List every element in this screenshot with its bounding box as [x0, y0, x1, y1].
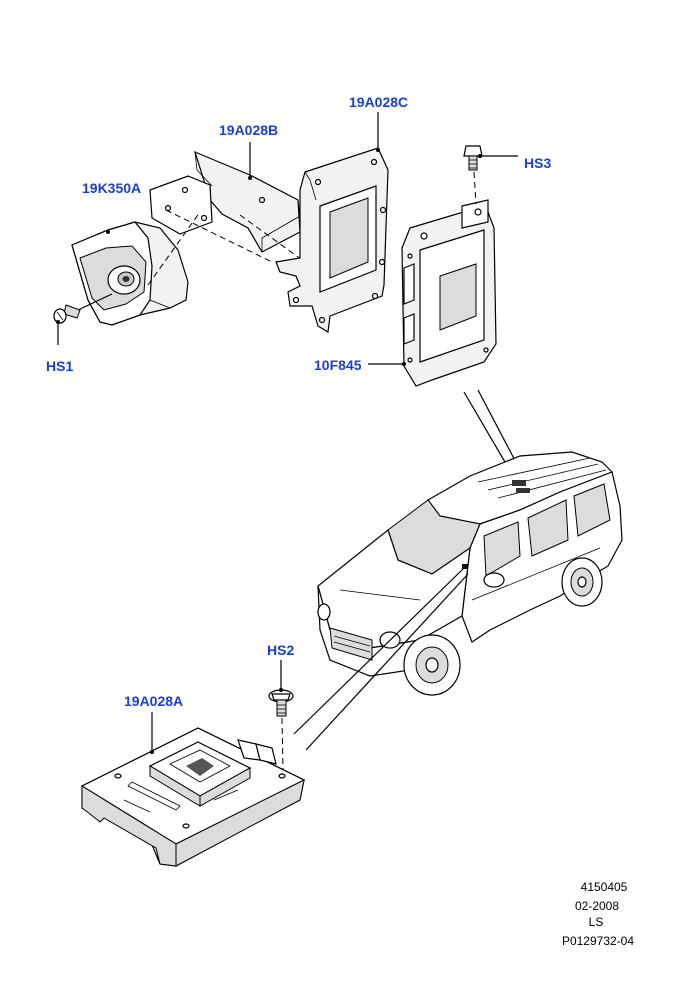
bracket-19a028b — [147, 142, 306, 286]
reference-date: 02-2008 — [575, 899, 619, 913]
label-hs2: HS2 — [267, 642, 294, 658]
vehicle-illustration — [293, 451, 623, 751]
screw-hs3-part — [463, 145, 483, 171]
reference-part-number: P0129732-04 — [562, 934, 634, 948]
label-19a028b: 19A028B — [219, 122, 278, 138]
label-hs1: HS1 — [46, 358, 73, 374]
label-19k350a: 19K350A — [82, 180, 141, 196]
screw-hs1-part — [53, 304, 81, 324]
label-10f845: 10F845 — [314, 357, 362, 373]
reference-number: 4150405 — [581, 880, 628, 894]
label-hs3: HS3 — [524, 155, 551, 171]
module-10f845 — [368, 145, 521, 475]
label-19a028a: 19A028A — [124, 693, 183, 709]
screw-hs2-part — [268, 660, 294, 771]
reference-code: LS — [589, 915, 604, 929]
bracket-19a028c — [275, 112, 389, 333]
label-19a028c: 19A028C — [349, 94, 408, 110]
camera-assembly — [53, 221, 189, 345]
bracket-19a028a — [80, 712, 306, 867]
reference-block: 4150405 02-2008 LS P0129732-04 — [562, 880, 634, 948]
